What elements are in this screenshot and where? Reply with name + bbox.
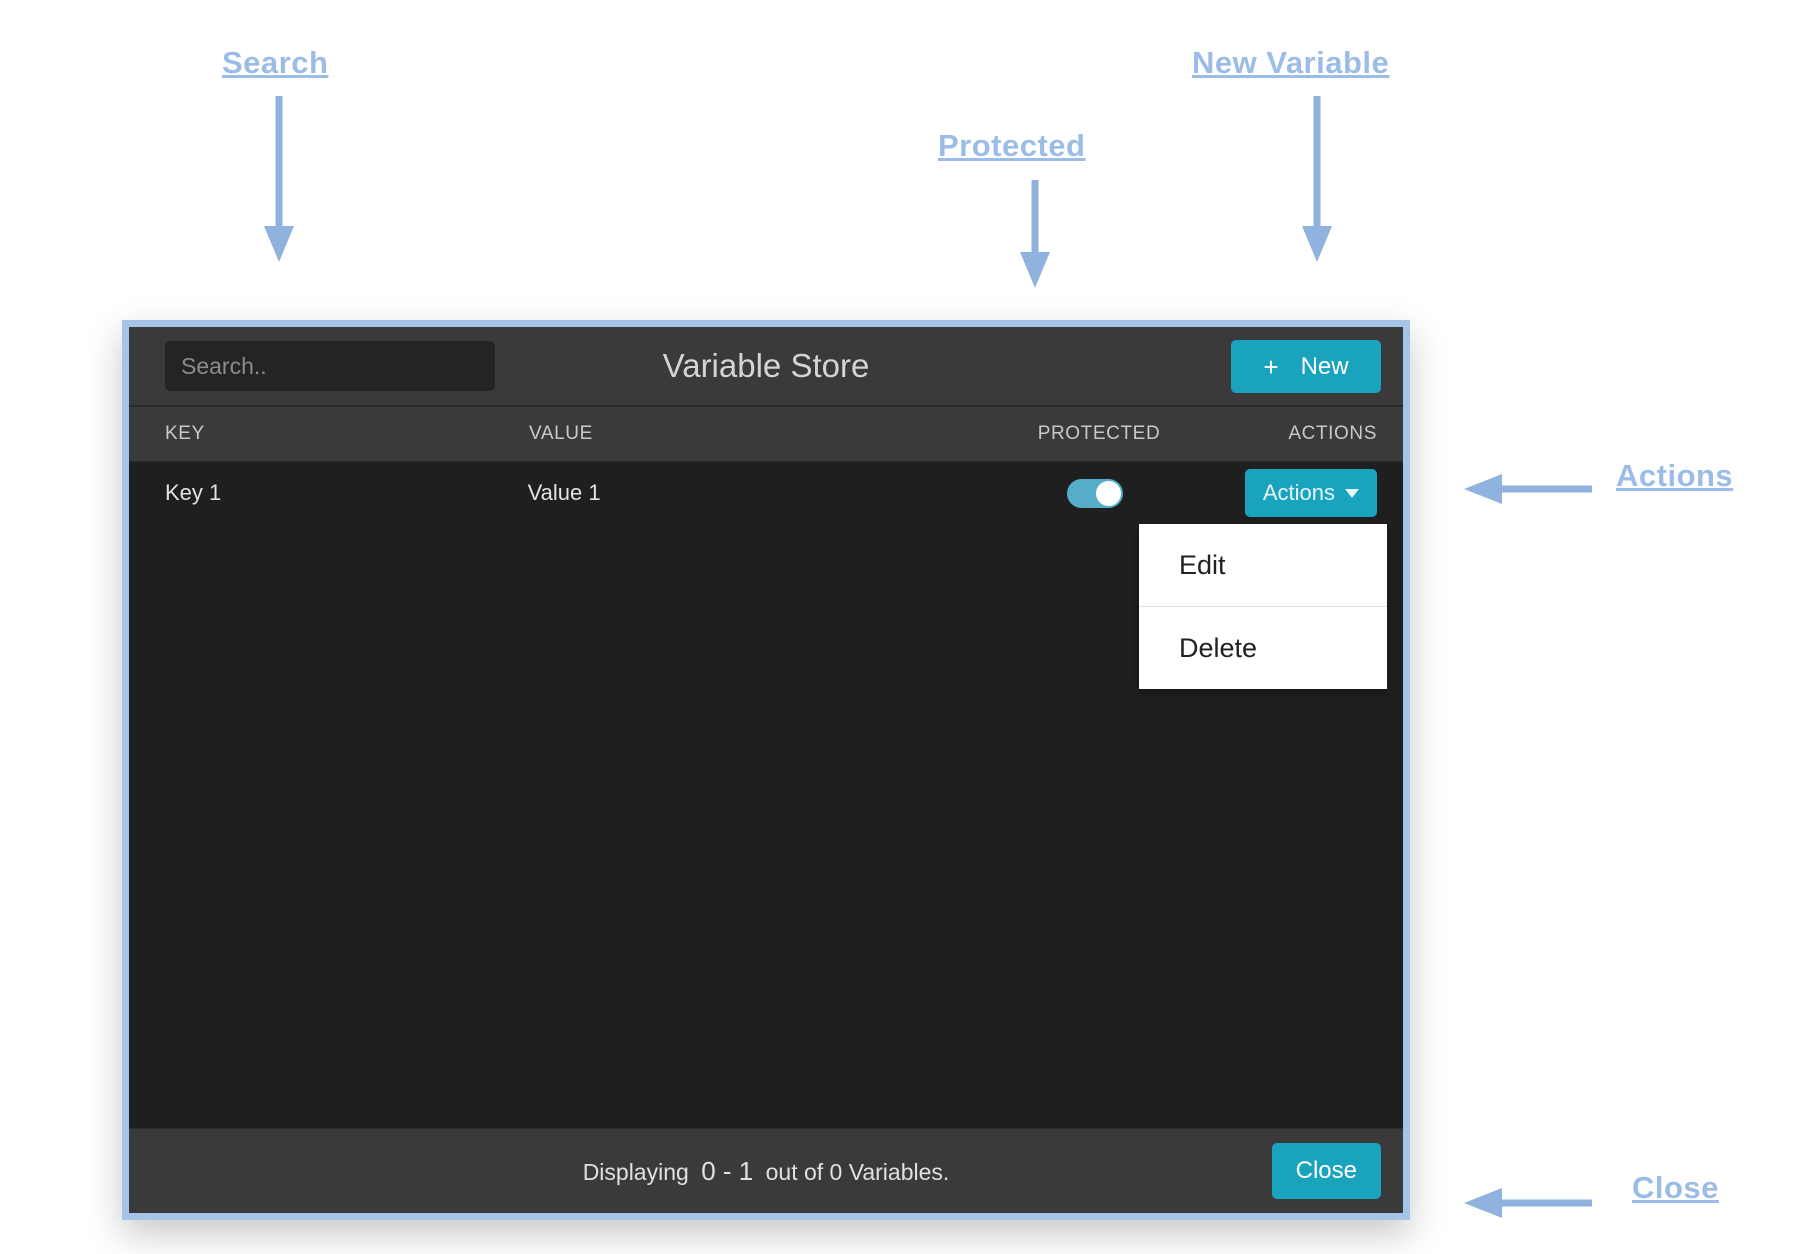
cell-key: Key 1 [165,480,222,505]
annotation-arrow-search [264,96,294,262]
plus-icon: + [1263,351,1279,382]
annotation-arrow-protected [1020,180,1050,288]
table-header-row: KEY VALUE PROTECTED ACTIONS [129,407,1403,462]
row-actions-button[interactable]: Actions [1244,469,1377,517]
displaying-suffix: out of 0 Variables. [765,1158,950,1185]
chevron-down-icon [1345,488,1359,498]
toggle-knob [1096,480,1122,506]
cell-value: Value 1 [527,480,601,505]
cell-protected [946,478,1245,508]
search-input[interactable] [165,341,495,391]
table-body: Key 1 Value 1 Actions Edit Delete [129,462,1403,1128]
annotation-label-close: Close [1632,1170,1719,1205]
protected-toggle[interactable] [1067,478,1124,508]
dialog-header: Variable Store + New [129,327,1403,407]
dropdown-item-delete[interactable]: Delete [1179,632,1258,663]
annotation-arrow-close [1464,1188,1592,1218]
column-header-actions: ACTIONS [1288,423,1377,444]
new-variable-button-label: New [1300,352,1349,380]
annotation-label-actions: Actions [1616,458,1734,493]
cell-actions: Actions [1244,469,1403,517]
dropdown-divider [1139,606,1387,607]
column-header-value: VALUE [529,423,593,444]
displaying-status: Displaying 0 - 1 out of 0 Variables. [583,1156,950,1187]
annotation-arrow-actions [1464,474,1592,504]
dropdown-item-edit[interactable]: Edit [1179,549,1226,580]
dialog-footer: Displaying 0 - 1 out of 0 Variables. Clo… [129,1128,1403,1213]
table-row: Key 1 Value 1 Actions Edit Delete [129,462,1403,689]
column-header-protected: PROTECTED [1037,423,1161,444]
row-actions-button-label: Actions [1262,480,1335,505]
displaying-prefix: Displaying [582,1158,689,1185]
annotation-label-new-variable: New Variable [1192,45,1390,80]
displaying-range: 0 - 1 [701,1155,754,1186]
annotation-label-search: Search [222,45,329,80]
variable-store-dialog: Variable Store + New KEY VALUE PROTECTED… [122,320,1410,1220]
actions-dropdown-menu: Edit Delete [1139,524,1387,689]
column-header-key: KEY [165,423,205,444]
close-button[interactable]: Close [1271,1143,1381,1199]
annotation-label-protected: Protected [938,128,1086,163]
annotation-arrow-new-variable [1302,96,1332,262]
new-variable-button[interactable]: + New [1231,340,1381,393]
